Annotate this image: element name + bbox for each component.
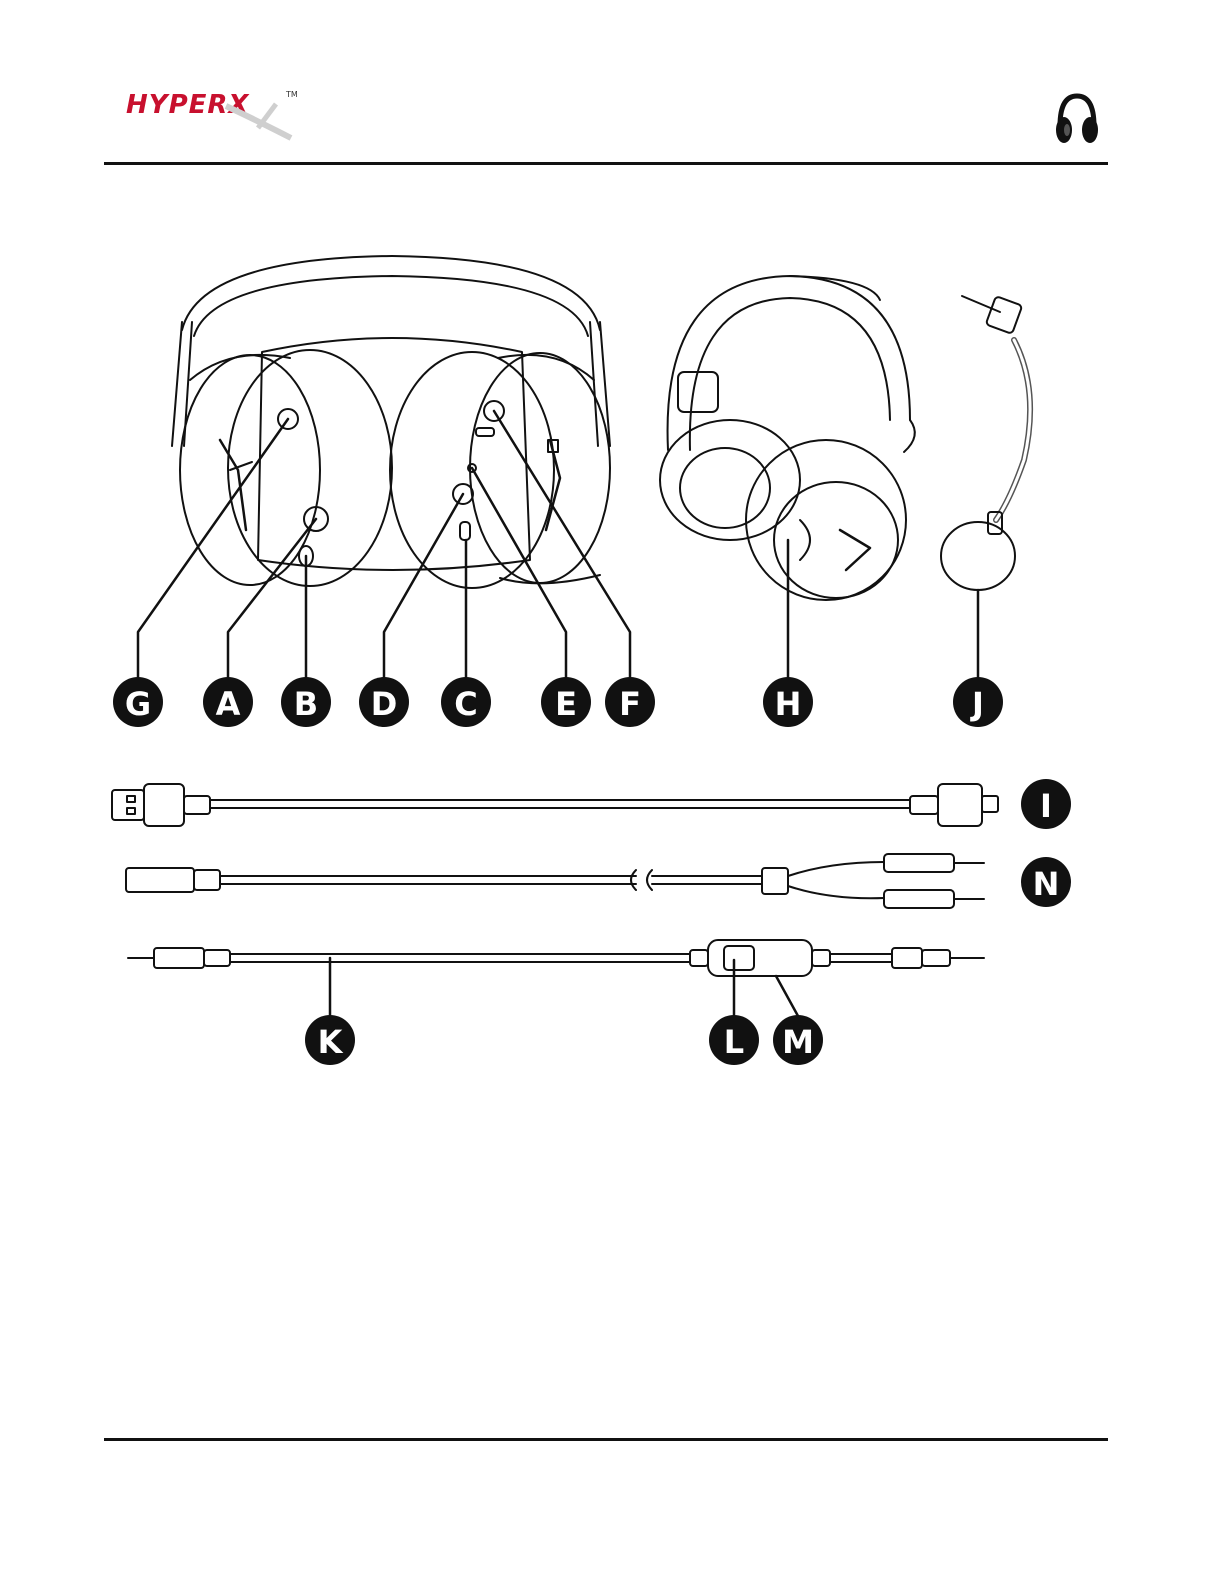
badge-a: A	[203, 677, 253, 727]
badge-k-label: K	[318, 1023, 344, 1061]
badge-h: H	[763, 677, 813, 727]
badge-g-label: G	[125, 685, 151, 723]
usb-charging-cable	[112, 784, 998, 826]
badge-c: C	[441, 677, 491, 727]
badge-e-label: E	[555, 685, 577, 723]
badge-e: E	[541, 677, 591, 727]
pc-splitter-cable	[126, 854, 984, 908]
badge-g: G	[113, 677, 163, 727]
badge-f-label: F	[619, 685, 641, 723]
badge-c-label: C	[454, 685, 477, 723]
badge-n-label: N	[1033, 865, 1060, 903]
badge-l: L	[709, 1015, 759, 1065]
badge-f: F	[605, 677, 655, 727]
badge-m-label: M	[782, 1023, 814, 1061]
badge-b-label: B	[294, 685, 318, 723]
badge-j-label: J	[970, 685, 984, 723]
badge-j: J	[953, 677, 1003, 727]
badge-d: D	[359, 677, 409, 727]
badge-d-label: D	[371, 685, 398, 723]
badge-l-label: L	[724, 1023, 744, 1061]
badge-b: B	[281, 677, 331, 727]
audio-cable-with-controls	[128, 940, 984, 976]
badge-n: N	[1021, 857, 1071, 907]
badge-h-label: H	[775, 685, 802, 723]
badge-k: K	[305, 1015, 355, 1065]
badge-m: M	[773, 1015, 823, 1065]
badge-i-label: I	[1040, 787, 1052, 825]
headset-front-view	[172, 256, 610, 588]
detachable-microphone	[941, 296, 1030, 590]
badge-a-label: A	[216, 685, 241, 723]
badge-i: I	[1021, 779, 1071, 829]
